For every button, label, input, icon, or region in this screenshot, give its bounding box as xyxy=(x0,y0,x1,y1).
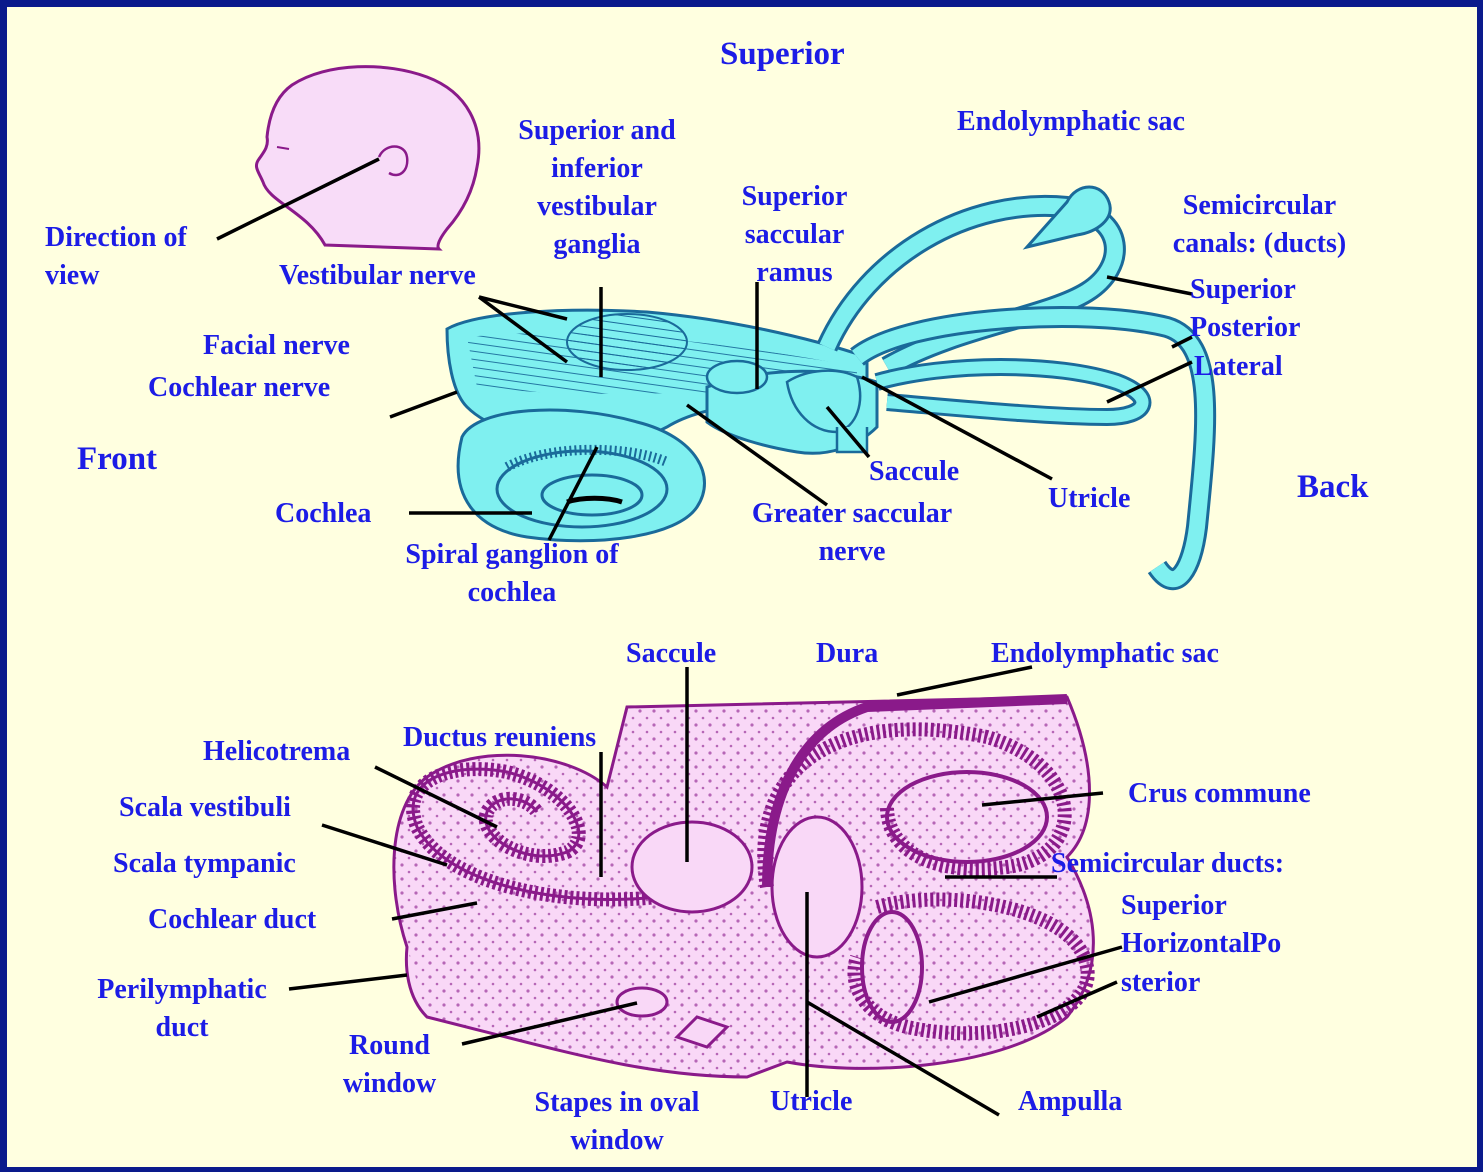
lateral-canal-label: Lateral xyxy=(1194,348,1283,386)
vestibular-ganglia-label: Superior and inferior vestibular ganglia xyxy=(502,112,692,264)
semicircular-ducts-label: Semicircular ducts: xyxy=(1051,845,1284,883)
round-window-label: Round window xyxy=(327,1027,452,1103)
front-label: Front xyxy=(77,440,157,478)
superior-canal-label: Superior xyxy=(1190,271,1296,309)
superior-label: Superior xyxy=(720,35,845,73)
utricle-label-top: Utricle xyxy=(1048,480,1130,518)
endolymphatic-sac-label-top: Endolymphatic sac xyxy=(957,103,1185,141)
back-label: Back xyxy=(1297,468,1369,506)
greater-saccular-nerve-label: Greater saccular nerve xyxy=(732,495,972,571)
head-silhouette xyxy=(256,67,478,249)
perilymphatic-duct-label: Perilymphatic duct xyxy=(82,971,282,1047)
scala-vestibuli-label: Scala vestibuli xyxy=(119,789,291,827)
ductus-reuniens-label: Ductus reuniens xyxy=(403,719,596,757)
endolymphatic-sac-label-bottom: Endolymphatic sac xyxy=(991,635,1219,673)
saccule-label-top: Saccule xyxy=(869,453,959,491)
scala-tympanic-label: Scala tympanic xyxy=(113,845,296,883)
facial-nerve-label: Facial nerve xyxy=(203,327,350,365)
sterior-label: sterior xyxy=(1121,964,1200,1002)
cochlea-label: Cochlea xyxy=(275,495,371,533)
slide: Superior Front Back Direction of view Ve… xyxy=(7,7,1477,1167)
direction-of-view-label: Direction of view xyxy=(45,219,187,295)
vestibular-nerve-label: Vestibular nerve xyxy=(279,257,476,295)
helicotrema-label: Helicotrema xyxy=(203,733,350,771)
horizontal-po-label: HorizontalPo xyxy=(1121,925,1281,963)
cochlear-nerve-label: Cochlear nerve xyxy=(148,369,330,407)
superior-duct-label: Superior xyxy=(1121,887,1227,925)
spiral-ganglion-label: Spiral ganglion of cochlea xyxy=(387,536,637,612)
utricle-label-bottom: Utricle xyxy=(770,1083,852,1121)
crus-commune-label: Crus commune xyxy=(1128,775,1311,813)
semicircular-canals-label: Semicircular canals: (ducts) xyxy=(1157,187,1362,263)
stapes-label: Stapes in oval window xyxy=(517,1084,717,1160)
superior-saccular-ramus-label: Superior saccular ramus xyxy=(727,178,862,292)
ampulla-label: Ampulla xyxy=(1018,1083,1122,1121)
cochlear-duct-label: Cochlear duct xyxy=(148,901,316,939)
saccule-label-bottom: Saccule xyxy=(626,635,716,673)
dura-label: Dura xyxy=(816,635,878,673)
posterior-canal-label: Posterior xyxy=(1190,309,1300,347)
